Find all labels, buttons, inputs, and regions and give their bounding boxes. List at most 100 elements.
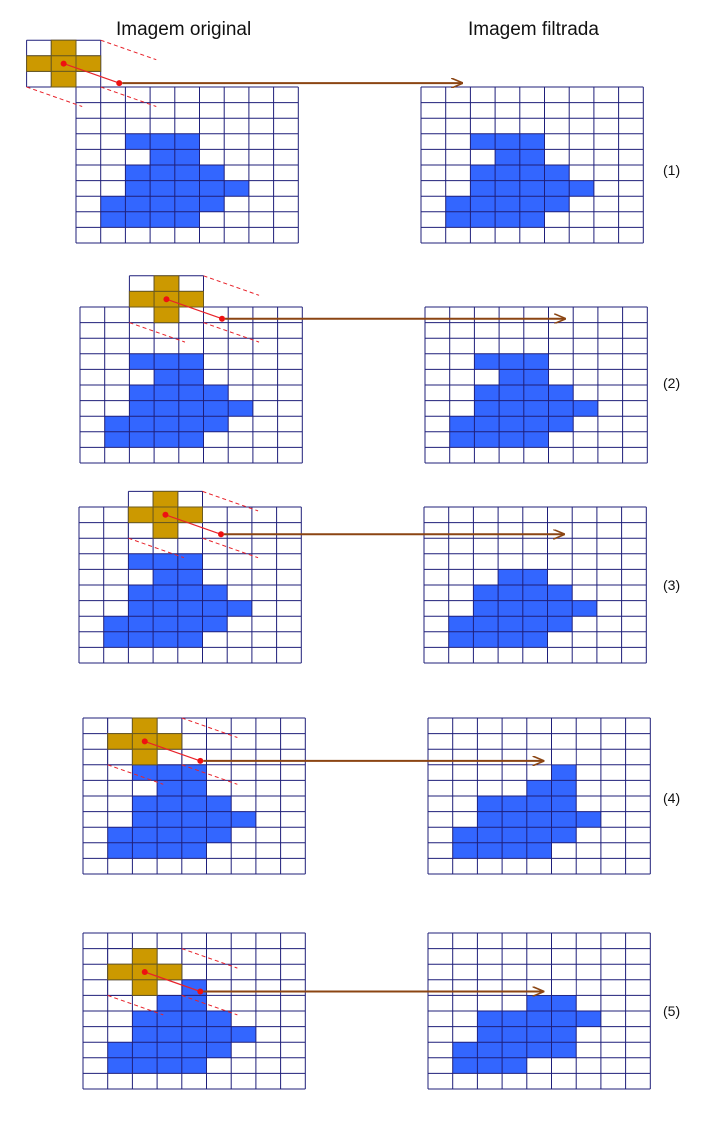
projection-dashed-line: [107, 994, 164, 1016]
filled-pixel: [474, 385, 500, 401]
projection-dashed-line: [202, 537, 259, 559]
filled-pixel: [522, 585, 548, 601]
filled-pixel: [573, 400, 598, 417]
filled-pixel: [474, 416, 500, 432]
kernel-cell: [152, 522, 179, 539]
filled-pixel: [132, 1057, 158, 1074]
filled-pixel: [499, 353, 524, 370]
projection-dashed-line: [100, 39, 157, 61]
step-label-3: (3): [663, 577, 681, 593]
filled-pixel: [103, 616, 129, 632]
filled-pixel: [178, 385, 204, 401]
kernel-center-dot: [141, 969, 148, 975]
projection-line: [63, 63, 120, 84]
filled-pixel: [157, 1057, 182, 1074]
filled-pixel: [150, 196, 175, 212]
kernel-cell: [131, 979, 158, 996]
filled-pixel: [523, 353, 549, 370]
filled-pixel: [157, 995, 182, 1011]
filtered-grid-3: [423, 506, 647, 664]
kernel-cell: [75, 55, 102, 72]
filled-pixel: [178, 353, 204, 370]
filled-pixel: [181, 827, 207, 843]
filled-pixel: [526, 796, 552, 812]
filled-pixel: [477, 796, 503, 812]
kernel-cell: [50, 70, 77, 88]
filled-pixel: [153, 600, 178, 617]
filled-pixel: [157, 842, 182, 859]
filled-pixel: [519, 196, 545, 212]
filled-pixel: [181, 1042, 207, 1058]
filled-pixel: [473, 631, 499, 648]
projection-line: [144, 740, 201, 762]
filled-pixel: [502, 811, 527, 828]
filled-pixel: [452, 842, 478, 859]
filled-pixel: [502, 796, 527, 812]
filled-pixel: [174, 180, 200, 197]
filled-pixel: [523, 385, 549, 401]
filled-pixel: [202, 600, 228, 617]
filled-pixel: [526, 1011, 552, 1027]
title-original-image: Imagem original: [116, 19, 252, 40]
filled-pixel: [178, 431, 204, 448]
filled-pixel: [178, 369, 204, 385]
filled-pixel: [178, 416, 204, 432]
original-grid-4: [82, 717, 306, 875]
filled-pixel: [449, 431, 475, 448]
filled-pixel: [522, 616, 548, 632]
filled-pixel: [526, 842, 552, 859]
filled-pixel: [228, 400, 253, 417]
filtered-grid-4: [427, 717, 651, 875]
filled-pixel: [523, 369, 549, 385]
kernel-cell: [178, 290, 205, 308]
filled-pixel: [551, 811, 577, 828]
filled-pixel: [502, 1026, 527, 1043]
filled-pixel: [231, 1026, 256, 1043]
filled-pixel: [150, 149, 175, 165]
projection-dashed-line: [181, 717, 238, 738]
projection-dashed-line: [26, 86, 83, 107]
filled-pixel: [495, 133, 520, 150]
filled-pixel: [445, 211, 471, 228]
projection-dashed-line: [181, 764, 238, 785]
filled-pixel: [157, 1026, 182, 1043]
projection-dashed-line: [107, 764, 164, 785]
kernel-element-5: [107, 948, 183, 996]
filled-pixel: [181, 995, 207, 1011]
filled-pixel: [128, 616, 154, 632]
cleared-pixel: [552, 980, 576, 995]
filled-pixel: [544, 165, 570, 181]
filled-pixel: [502, 1011, 527, 1027]
target-pixel-dot: [197, 988, 204, 995]
filled-pixel: [522, 569, 548, 585]
filled-pixel: [132, 796, 158, 812]
filled-pixel: [522, 631, 548, 648]
original-grid-1: [75, 86, 299, 244]
filled-pixel: [154, 369, 179, 385]
filled-pixel: [125, 196, 151, 212]
filled-pixel: [181, 764, 207, 781]
filled-pixel: [132, 1011, 158, 1027]
filled-pixel: [153, 553, 178, 570]
filled-pixel: [174, 165, 200, 181]
filled-pixel: [576, 811, 601, 828]
filled-pixel: [477, 827, 503, 843]
filled-pixel: [107, 1042, 133, 1058]
filled-pixel: [153, 569, 178, 585]
projection-line: [165, 514, 222, 535]
filled-pixel: [199, 180, 225, 197]
kernel-element-1: [26, 39, 102, 88]
filled-pixel: [129, 416, 155, 432]
filled-pixel: [551, 764, 577, 781]
title-filtered-image: Imagem filtrada: [468, 19, 599, 40]
filled-pixel: [551, 827, 577, 843]
filled-pixel: [519, 180, 545, 197]
filled-pixel: [157, 780, 182, 796]
filled-pixel: [576, 1011, 601, 1027]
filled-pixel: [132, 842, 158, 859]
filled-pixel: [495, 165, 520, 181]
filled-pixel: [474, 400, 500, 417]
step-label-5: (5): [663, 1003, 681, 1019]
filled-pixel: [177, 569, 203, 585]
